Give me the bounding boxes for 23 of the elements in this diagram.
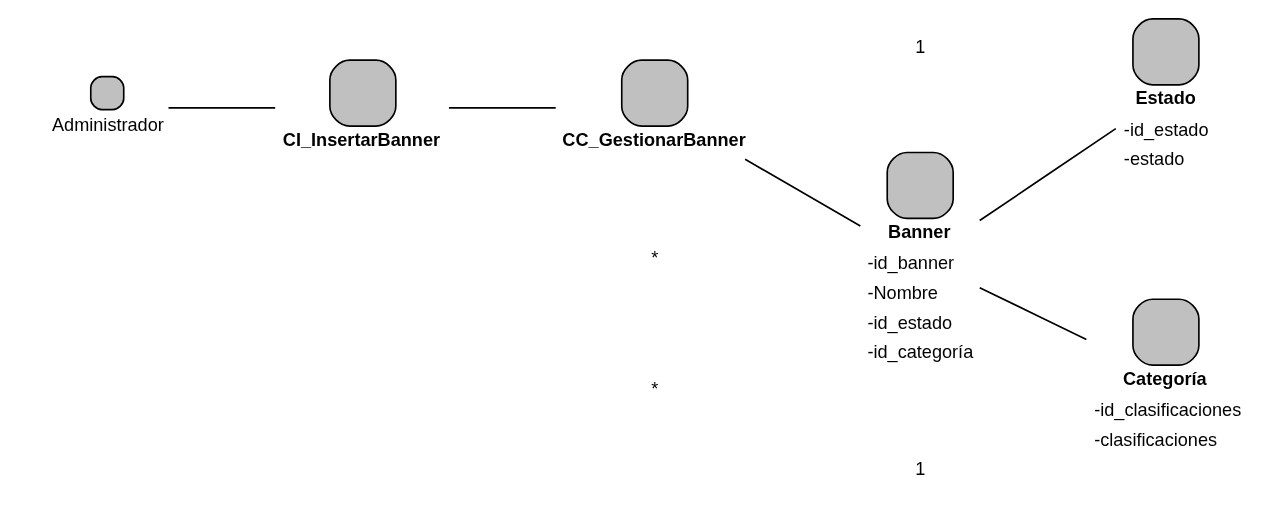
connector	[978, 127, 1117, 221]
node-label: -id_clasificaciones	[1094, 399, 1242, 420]
connector	[744, 158, 862, 227]
node-label: CI_InsertarBanner	[282, 129, 441, 150]
label: *	[651, 247, 659, 268]
node-label: -clasificaciones	[1094, 429, 1218, 450]
node-label: Banner	[888, 221, 951, 242]
node-label: Categoría	[1123, 368, 1207, 389]
node-label: -id_estado	[1123, 119, 1209, 140]
node-label: CC_GestionarBanner	[562, 129, 746, 150]
node-label: -id_estado	[867, 312, 953, 333]
connector	[167, 106, 276, 109]
node-label: -id_categoría	[867, 341, 974, 362]
node-label: Administrador	[52, 114, 164, 135]
label: 1	[915, 458, 926, 479]
node-label: Estado	[1135, 87, 1196, 108]
node-label: -estado	[1123, 148, 1185, 169]
label: 1	[915, 36, 926, 57]
label: *	[651, 378, 659, 399]
connector	[448, 106, 557, 109]
connector	[978, 286, 1088, 340]
node-label: -Nombre	[867, 282, 938, 303]
node-label: -id_banner	[867, 252, 955, 273]
